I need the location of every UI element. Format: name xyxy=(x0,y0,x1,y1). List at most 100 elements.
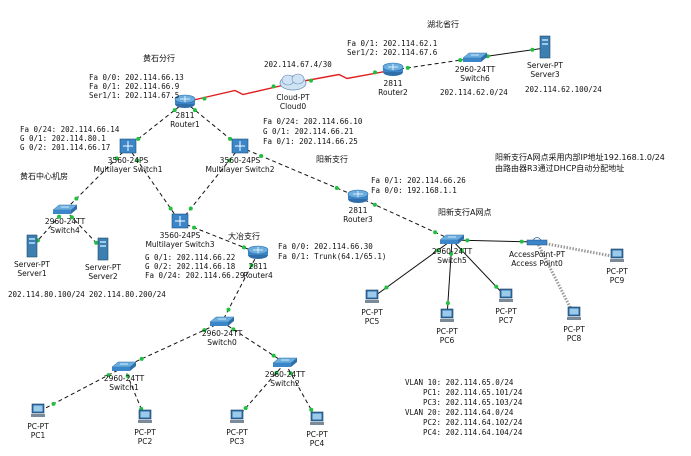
link-switch5-ap0 xyxy=(451,238,538,244)
link-port-led xyxy=(445,301,450,306)
mls2-icon[interactable] xyxy=(231,138,249,154)
router4-fa01-label: Fa 0/1: Trunk(64.1/65.1) xyxy=(278,252,387,261)
link-port-led xyxy=(405,65,410,70)
mls1-icon[interactable] xyxy=(119,138,137,154)
router1-fa01-label: Fa 0/1: 202.114.66.9 xyxy=(89,82,180,91)
switch5-name: Switch5 xyxy=(437,256,467,265)
server1-name: Server1 xyxy=(17,269,47,278)
link-port-led xyxy=(243,406,248,411)
cloud0-name: Cloud0 xyxy=(279,102,307,111)
link-router1-cloud0 xyxy=(184,82,294,103)
link-port-led xyxy=(57,214,62,219)
link-port-led xyxy=(172,108,177,113)
pc8-name: PC8 xyxy=(566,334,582,343)
link-port-led xyxy=(94,240,99,245)
link-port-led xyxy=(188,206,193,211)
mls3-type: 3560-24PS xyxy=(159,231,201,240)
switch4-icon[interactable] xyxy=(52,204,78,214)
server3-name: Server3 xyxy=(530,70,560,79)
link-cloud0-router2 xyxy=(292,69,394,84)
link-port-led xyxy=(288,371,293,376)
server3-ip-label: 202.114.62.100/24 xyxy=(525,85,602,94)
server2-type: Server-PT xyxy=(85,263,121,272)
pc6-name: PC6 xyxy=(439,336,455,345)
pc1-icon[interactable] xyxy=(31,403,45,417)
vlan20-label: VLAN 20: 202.114.64.0/24 xyxy=(405,408,514,417)
router4-icon[interactable] xyxy=(247,245,269,259)
link-port-led xyxy=(494,284,499,289)
link-port-led xyxy=(74,196,79,201)
router1-icon[interactable] xyxy=(174,94,196,108)
router4-fa00-label: Fa 0/0: 202.114.66.30 xyxy=(278,242,373,251)
link-switch5-pc5 xyxy=(371,239,453,299)
switch0-icon[interactable] xyxy=(209,316,235,326)
link-port-led xyxy=(192,225,197,230)
server2-icon[interactable] xyxy=(97,237,109,261)
pc3-icon[interactable] xyxy=(230,409,244,423)
link-port-led xyxy=(384,285,389,290)
server1-icon[interactable] xyxy=(26,234,38,258)
pc4-icon[interactable] xyxy=(310,411,324,425)
router2-icon[interactable] xyxy=(382,62,404,76)
pc9-icon[interactable] xyxy=(610,248,624,262)
pc3-name: PC3 xyxy=(229,437,245,446)
link-port-led xyxy=(139,356,144,361)
server1-type: Server-PT xyxy=(14,260,50,269)
switch6-name: Switch6 xyxy=(460,74,490,83)
mls1-fa024-label: Fa 0/24: 202.114.66.14 xyxy=(20,125,120,134)
link-port-led xyxy=(519,239,524,244)
pc3-ip-label: PC3: 202.114.65.103/24 xyxy=(423,398,523,407)
switch5-icon[interactable] xyxy=(439,234,465,244)
link-port-led xyxy=(530,47,535,52)
ap0-icon[interactable] xyxy=(526,237,548,246)
switch6-type: 2960-24TT xyxy=(454,65,496,74)
pc2-icon[interactable] xyxy=(138,409,152,423)
link-port-led xyxy=(51,401,56,406)
switch1-icon[interactable] xyxy=(111,361,137,371)
pc6-icon[interactable] xyxy=(440,308,454,322)
pc7-icon[interactable] xyxy=(499,288,513,302)
pc9-type: PC-PT xyxy=(606,267,628,276)
cloud0-icon[interactable] xyxy=(279,73,307,91)
yangxin-note-2: 由路由器R3通过DHCP自动分配地址 xyxy=(495,164,625,173)
switch2-icon[interactable] xyxy=(272,357,298,367)
link-port-led xyxy=(271,84,276,89)
link-router1-mls2 xyxy=(184,101,241,148)
link-port-led xyxy=(334,186,339,190)
switch4-type: 2960-24TT xyxy=(44,217,86,226)
router3-icon[interactable] xyxy=(347,189,369,203)
vlan10-label: VLAN 10: 202.114.65.0/24 xyxy=(405,378,514,387)
link-port-led xyxy=(231,327,236,332)
mls3-icon[interactable] xyxy=(171,213,189,229)
server3-type: Server-PT xyxy=(527,61,563,70)
pc4-name: PC4 xyxy=(309,439,325,448)
mls1-type: 3560-24PS xyxy=(107,156,149,165)
mls3-g02-label: G 0/2: 202.114.66.18 xyxy=(145,262,236,271)
pc8-icon[interactable] xyxy=(567,306,581,320)
link-port-led xyxy=(435,248,440,253)
mls2-type: 3560-24PS xyxy=(219,156,261,165)
switch1-name: Switch1 xyxy=(109,383,139,392)
switch6-icon[interactable] xyxy=(462,52,488,62)
pc5-type: PC-PT xyxy=(361,308,383,317)
pc7-type: PC-PT xyxy=(495,307,517,316)
link-port-led xyxy=(433,230,438,235)
router3-name: Router3 xyxy=(343,215,373,224)
pc7-name: PC7 xyxy=(498,316,514,325)
server3-icon[interactable] xyxy=(539,35,551,59)
link-port-led xyxy=(168,206,173,211)
pc5-icon[interactable] xyxy=(365,289,379,303)
switch1-type: 2960-24TT xyxy=(103,374,145,383)
switch0-type: 2960-24TT xyxy=(201,329,243,338)
router4-name: Router4 xyxy=(243,271,273,280)
hubei-network-label: 202.114.62.0/24 xyxy=(440,88,508,97)
link-port-led xyxy=(373,70,377,75)
